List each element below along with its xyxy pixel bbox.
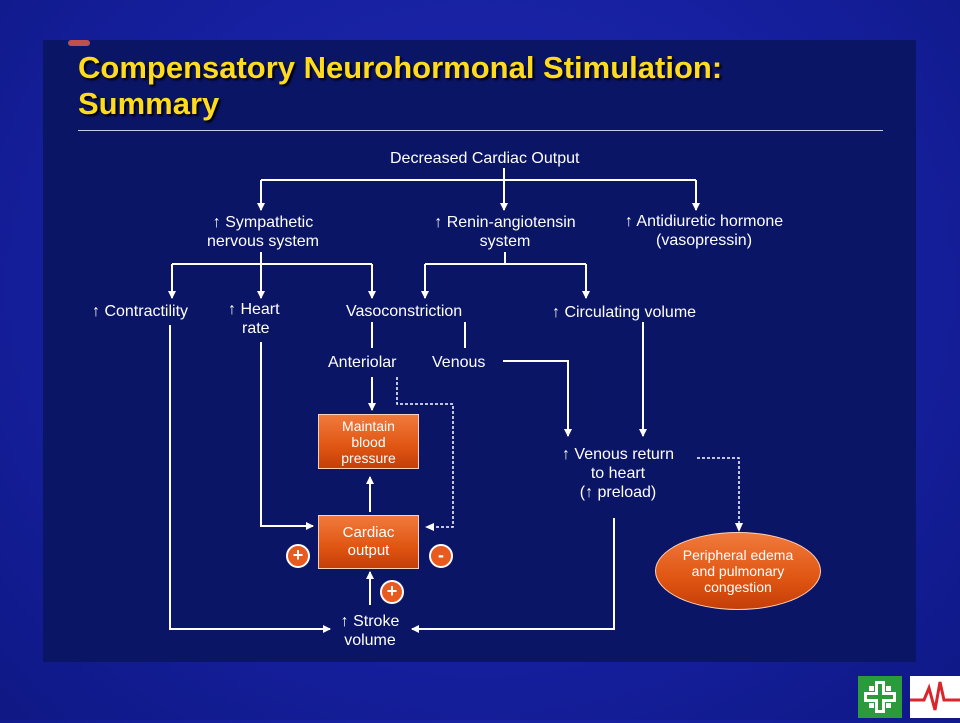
adh-line-2: (vasopressin) xyxy=(655,232,753,249)
hospital-cross-logo-icon xyxy=(858,676,902,718)
plus-sign-left: + xyxy=(286,544,310,568)
heart-rate-line-1: ↑ Heart xyxy=(228,301,280,318)
heart-rate-label: ↑ Heart rate xyxy=(228,300,280,338)
maintain-bp-line-3: pressure xyxy=(341,449,396,466)
cardiac-output-line-1: Cardiac xyxy=(342,524,395,541)
venous-return-label: ↑ Venous return to heart (↑ preload) xyxy=(538,445,698,502)
stroke-volume-line-1: ↑ Stroke xyxy=(340,613,400,630)
circulating-volume-label: ↑ Circulating volume xyxy=(552,304,697,321)
renin-line-1: ↑ Renin-angiotensin xyxy=(434,214,576,231)
contractility-label: ↑ Contractility xyxy=(92,303,189,320)
venous-return-line-2: to heart xyxy=(590,465,646,482)
heart-rate-line-2: rate xyxy=(242,320,270,337)
maintain-bp-line-1: Maintain xyxy=(342,417,395,434)
title-divider xyxy=(78,130,883,131)
venous-return-line-1: ↑ Venous return xyxy=(561,446,675,463)
title-accent-mark xyxy=(68,40,90,46)
plus-sign-bottom: + xyxy=(380,580,404,604)
renin-line-2: system xyxy=(479,233,531,250)
sympathetic-line-2: nervous system xyxy=(206,233,320,250)
peripheral-line-1: Peripheral edema xyxy=(682,547,794,563)
sympathetic-nervous-system-label: ↑ Sympathetic nervous system xyxy=(186,213,340,251)
adh-line-1: ↑ Antidiuretic hormone xyxy=(624,213,784,230)
venous-label: Venous xyxy=(432,354,486,371)
heartbeat-logo-icon xyxy=(910,676,960,718)
slide-title: Compensatory Neurohormonal Stimulation: … xyxy=(78,50,878,122)
minus-sign: - xyxy=(429,544,453,568)
vasoconstriction-label: Vasoconstriction xyxy=(346,303,463,320)
venous-return-line-3: (↑ preload) xyxy=(579,484,657,501)
peripheral-line-2: and pulmonary xyxy=(691,563,785,579)
title-line-2: Summary xyxy=(78,86,220,121)
stroke-volume-line-2: volume xyxy=(344,632,396,649)
maintain-bp-line-2: blood xyxy=(351,433,386,450)
renin-angiotensin-system-label: ↑ Renin-angiotensin system xyxy=(410,213,600,251)
peripheral-line-3: congestion xyxy=(704,579,772,595)
cardiac-output-box: Cardiac output xyxy=(318,515,419,569)
stroke-volume-label: ↑ Stroke volume xyxy=(325,612,415,650)
cardiac-output-line-2: output xyxy=(347,542,390,559)
maintain-blood-pressure-box: Maintain blood pressure xyxy=(318,414,419,469)
title-line-1: Compensatory Neurohormonal Stimulation: xyxy=(78,50,723,85)
anteriolar-label: Anteriolar xyxy=(328,354,397,371)
sympathetic-line-1: ↑ Sympathetic xyxy=(212,214,314,231)
peripheral-edema-oval: Peripheral edema and pulmonary congestio… xyxy=(655,532,821,610)
decreased-cardiac-output-label: Decreased Cardiac Output xyxy=(390,150,580,167)
antidiuretic-hormone-label: ↑ Antidiuretic hormone (vasopressin) xyxy=(600,212,808,250)
